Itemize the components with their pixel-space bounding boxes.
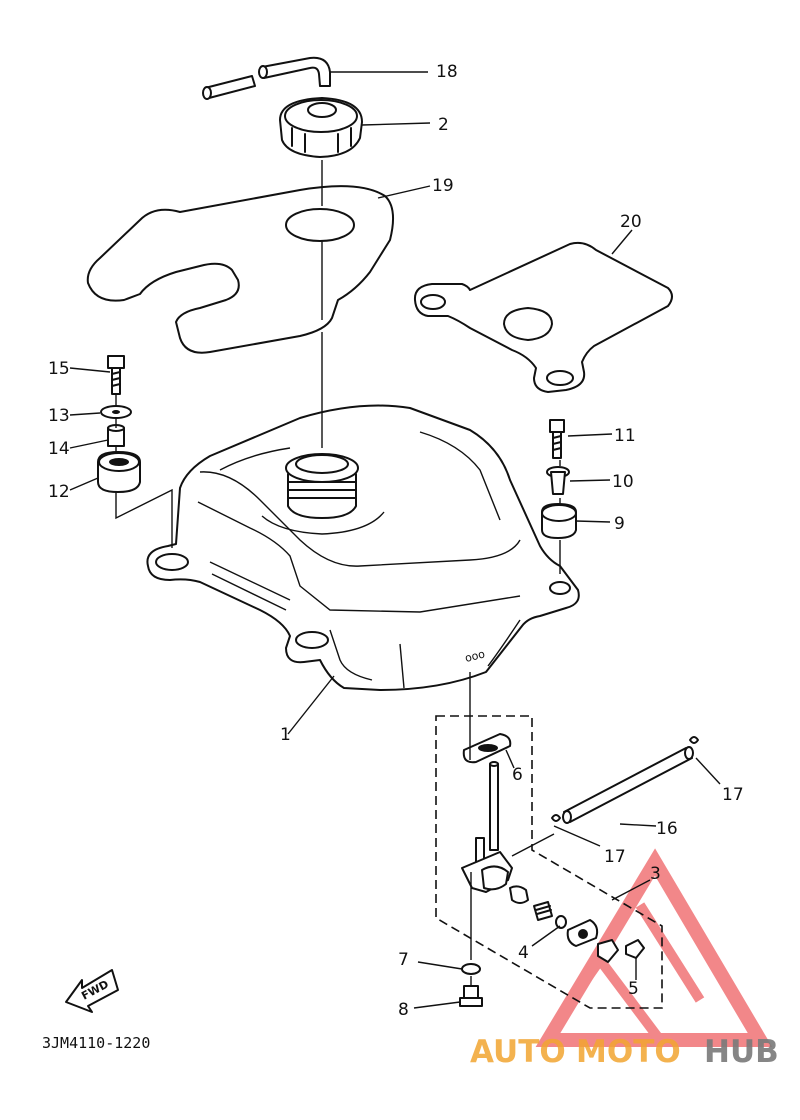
callout-12: 12 [48, 482, 70, 502]
collar-10 [546, 466, 570, 495]
grommet-9 [541, 503, 577, 539]
watermark-auto: AUTO [470, 1034, 566, 1070]
callout-4: 4 [518, 943, 529, 963]
watermark-moto: MOTO [576, 1034, 681, 1070]
fuel-hose-16 [562, 746, 694, 824]
assembly-boundary [435, 715, 663, 1009]
callout-8: 8 [398, 1000, 409, 1020]
callout-19: 19 [432, 176, 454, 196]
washer-13 [100, 405, 132, 419]
callout-15: 15 [48, 359, 70, 379]
grommet-12 [97, 451, 141, 493]
callout-11: 11 [614, 426, 636, 446]
svg-text:ooo: ooo [464, 647, 487, 665]
hose-clip-17a [689, 736, 699, 744]
callout-7: 7 [398, 950, 409, 970]
collar-14 [107, 424, 125, 447]
callout-9: 9 [614, 514, 625, 534]
watermark-brand: AUTO MOTO HUB [470, 1034, 779, 1070]
watermark-hub: HUB [704, 1034, 779, 1070]
drain-bolt-8 [459, 985, 483, 1007]
callout-labels: 18 2 19 20 15 13 14 12 11 10 9 1 6 17 16… [48, 62, 744, 1020]
watermark-triangle [535, 848, 773, 1047]
callout-10: 10 [612, 472, 634, 492]
bolt-11 [549, 419, 565, 459]
fuel-cock-3 [461, 761, 645, 963]
gasket-20 [413, 241, 673, 393]
breather-hose-18 [202, 56, 331, 100]
callout-13: 13 [48, 406, 70, 426]
callout-1: 1 [280, 725, 291, 745]
callout-14: 14 [48, 439, 70, 459]
tank-pad-19 [86, 185, 395, 354]
callout-2: 2 [438, 115, 449, 135]
callout-17-upper: 17 [722, 785, 744, 805]
fuel-cap-2 [279, 97, 363, 158]
bolt-15 [107, 355, 125, 395]
washer-7 [461, 963, 481, 975]
gasket-6 [462, 733, 512, 764]
fwd-arrow: FWD [65, 969, 119, 1013]
diagram-part-code: 3JM4110-1220 [42, 1034, 150, 1052]
fuel-tank-1: ooo [146, 404, 580, 691]
callout-17-lower: 17 [604, 847, 626, 867]
callout-5: 5 [628, 979, 639, 999]
callout-16: 16 [656, 819, 678, 839]
callout-20: 20 [620, 212, 642, 232]
callout-6: 6 [512, 765, 523, 785]
callout-18: 18 [436, 62, 458, 82]
hose-clip-17b [551, 814, 561, 822]
leader-lines [69, 71, 721, 1009]
callout-3: 3 [650, 864, 661, 884]
